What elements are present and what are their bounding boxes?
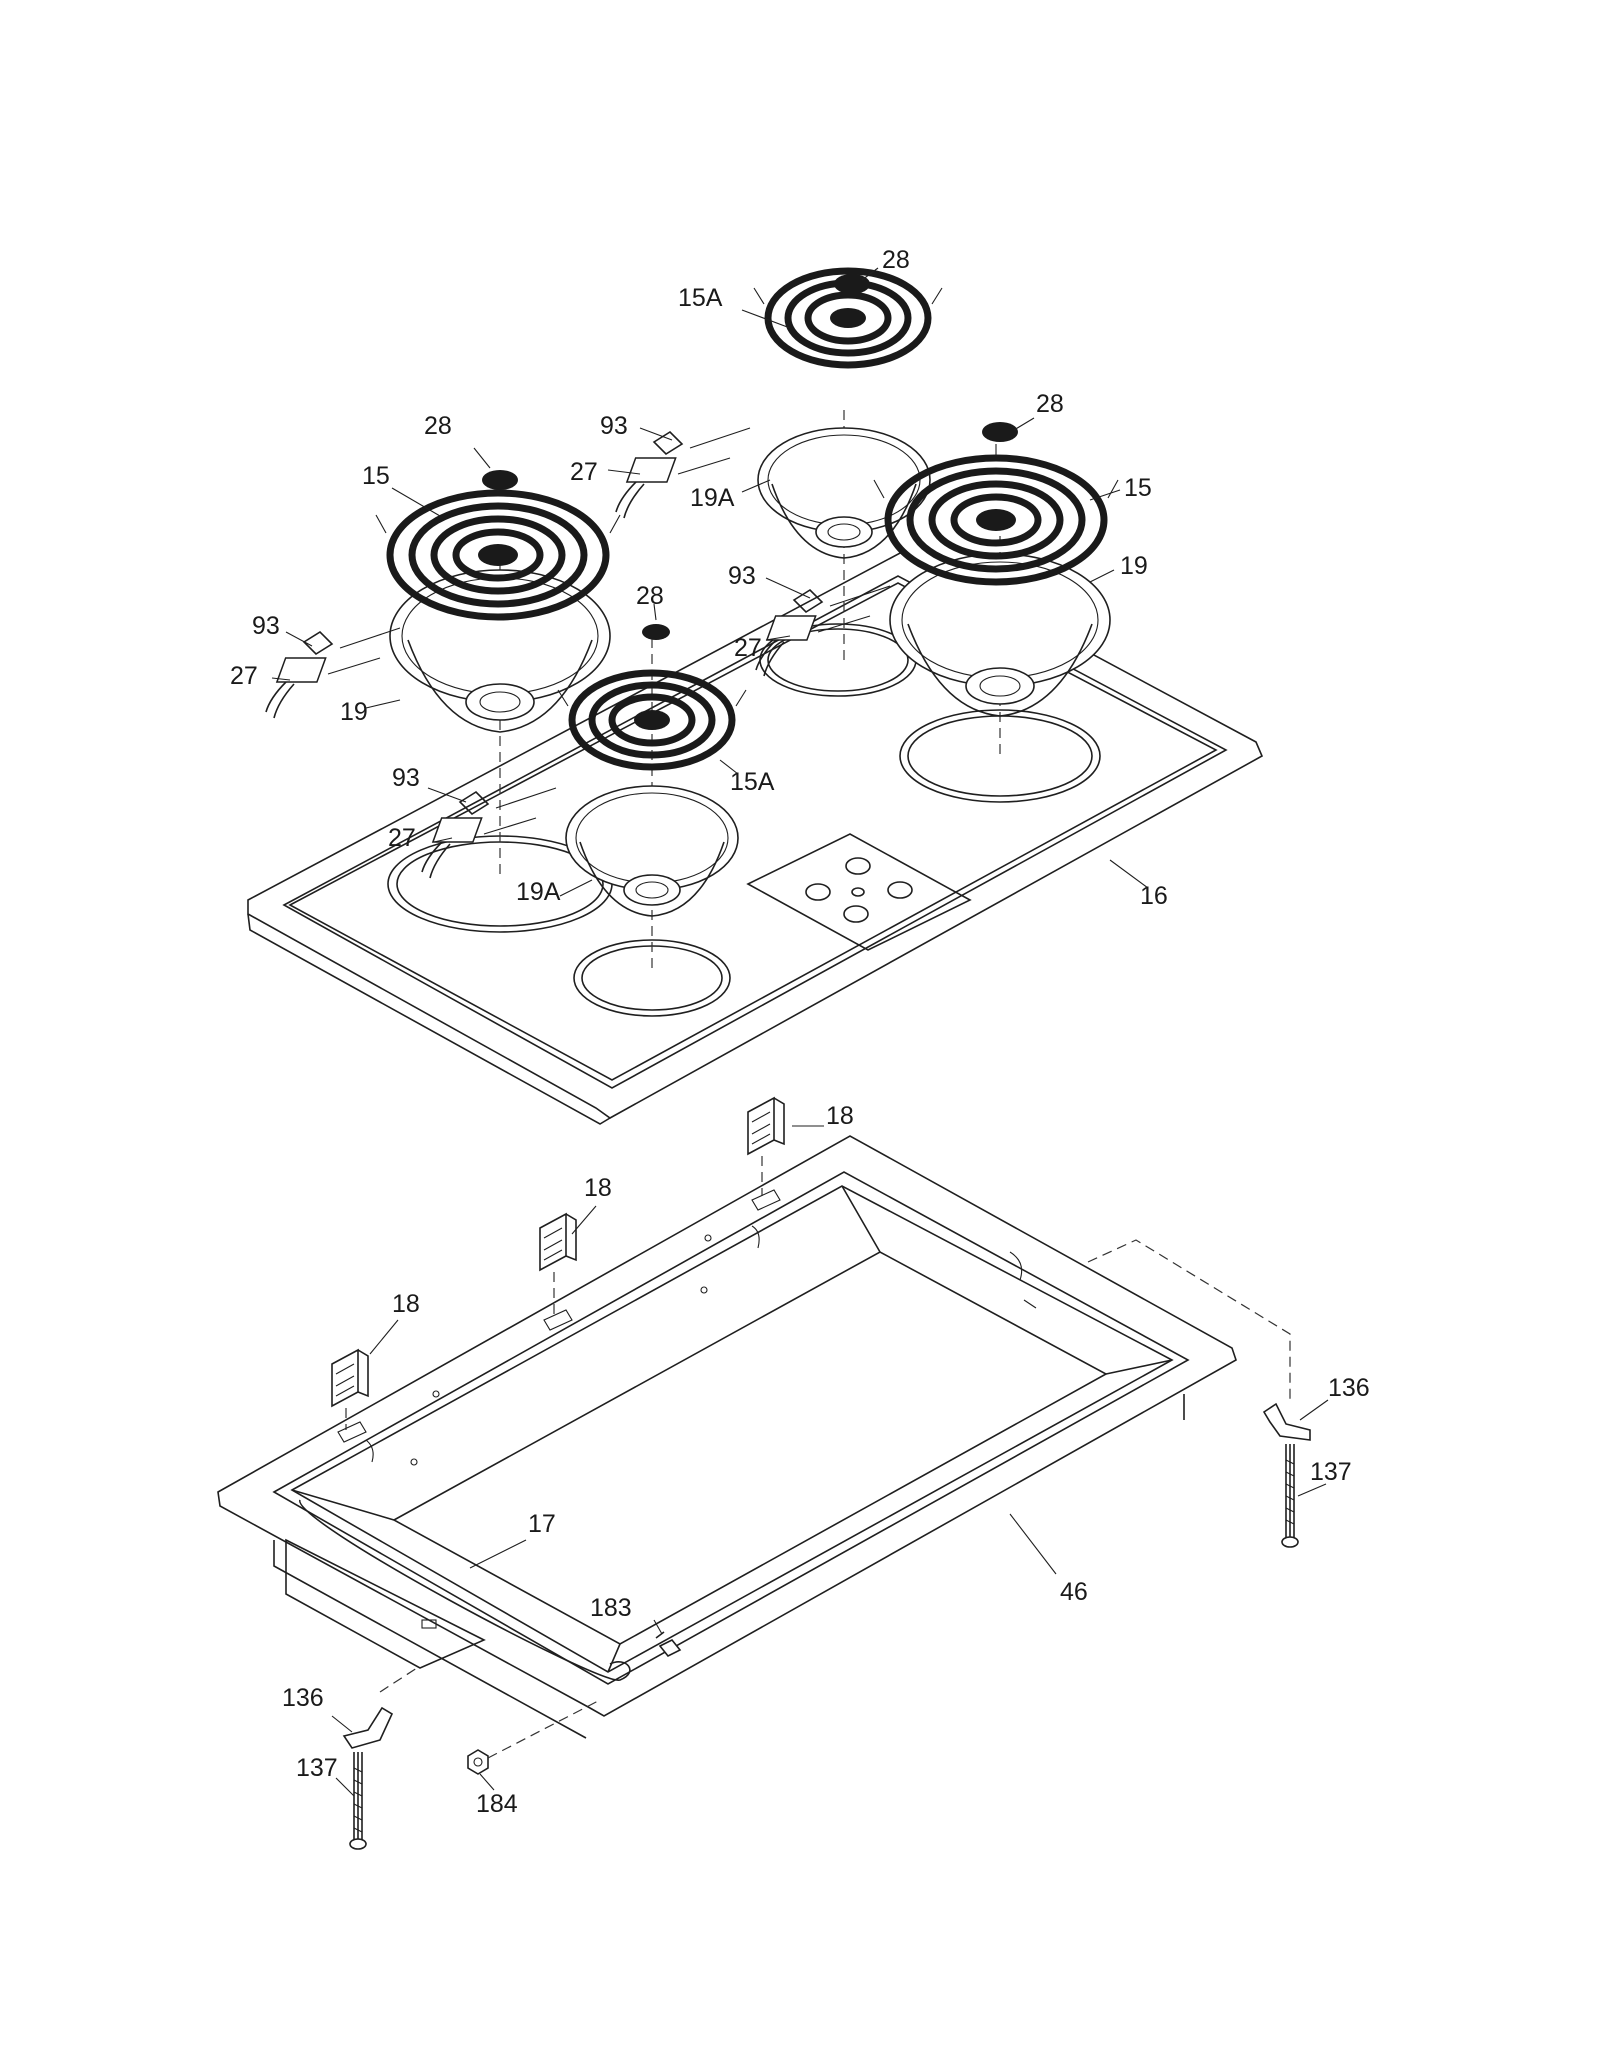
callout-19-left: 19 <box>340 698 368 726</box>
callout-16: 16 <box>1140 882 1168 910</box>
callout-leaders <box>271 267 1329 1797</box>
callout-19a-low: 19A <box>516 878 561 906</box>
callout-28-right: 28 <box>1036 390 1064 418</box>
callout-28-top: 28 <box>882 246 910 274</box>
control-panel-cutout <box>746 833 972 951</box>
callout-27-mid: 27 <box>734 634 762 662</box>
callout-28-center: 28 <box>636 582 664 610</box>
mounting-clip-and-screw <box>342 1239 1311 1850</box>
callout-93-low: 93 <box>392 764 420 792</box>
callout-184: 184 <box>476 1790 518 1818</box>
callout-27-top: 27 <box>570 458 598 486</box>
callout-19-right: 19 <box>1120 552 1148 580</box>
callout-18-top: 18 <box>826 1102 854 1130</box>
callout-18-left: 18 <box>392 1290 420 1318</box>
callout-46: 46 <box>1060 1578 1088 1606</box>
callout-136-left: 136 <box>282 1684 324 1712</box>
callout-93-left: 93 <box>252 612 280 640</box>
callout-17: 17 <box>528 1510 556 1538</box>
callout-27-left: 27 <box>230 662 258 690</box>
callout-labels: 28 15A 28 93 27 19A 28 15 15 19 93 27 28… <box>230 246 1370 1818</box>
callout-137-left: 137 <box>296 1754 338 1782</box>
callout-15a-center: 15A <box>730 768 775 796</box>
callout-137-right: 137 <box>1310 1458 1352 1486</box>
hinge-bracket-icon <box>331 1097 785 1443</box>
terminal-183-and-nut-184 <box>467 1631 682 1775</box>
callout-18-mid: 18 <box>584 1174 612 1202</box>
callout-93-top: 93 <box>600 412 628 440</box>
callout-15-right: 15 <box>1124 474 1152 502</box>
callout-19a-top: 19A <box>690 484 735 512</box>
cooktop-box-chassis <box>217 1135 1237 1739</box>
callout-93-mid: 93 <box>728 562 756 590</box>
callout-15-left: 15 <box>362 462 390 490</box>
trim-ring-caps <box>482 274 1018 640</box>
callout-15a-top: 15A <box>678 284 723 312</box>
callout-28-left: 28 <box>424 412 452 440</box>
callout-183: 183 <box>590 1594 632 1622</box>
callout-136-right: 136 <box>1328 1374 1370 1402</box>
callout-27-low: 27 <box>388 824 416 852</box>
